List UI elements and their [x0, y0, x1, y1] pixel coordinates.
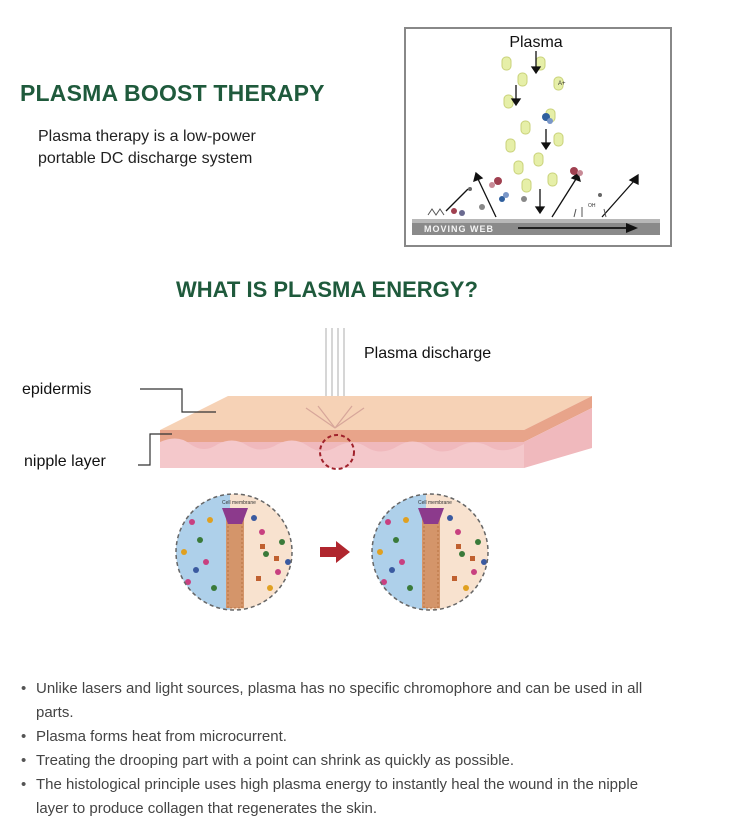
cell-after [372, 494, 488, 610]
intro-line-2: portable DC discharge system [38, 150, 253, 167]
transition-arrow [320, 541, 350, 563]
epidermis-label: epidermis [22, 381, 92, 398]
discharge-label: Plasma discharge [364, 345, 492, 362]
plasma-particles [501, 56, 564, 193]
plasma-arrows [445, 51, 639, 218]
nipple-leader [138, 433, 172, 466]
bullet-item: •Treating the drooping part with a point… [18, 749, 718, 773]
skin-diagram [0, 310, 730, 480]
bullet-item: •Unlike lasers and light sources, plasma… [18, 677, 718, 725]
membrane-label-2: Cell membrane [418, 500, 452, 506]
moving-web-label: MOVING WEB [424, 224, 494, 234]
surface-molecules: OH [427, 203, 607, 218]
page-title: PLASMA BOOST THERAPY [20, 80, 325, 106]
plasma-label: Plasma [509, 34, 562, 51]
skin-slab [160, 396, 592, 468]
bullet-dot: • [21, 776, 27, 793]
nipple-layer-label: nipple layer [24, 453, 106, 470]
cell-diagrams-svg: Cell membrane Cell membrane [175, 493, 489, 611]
plasma-diagram: Plasma [404, 27, 672, 247]
membrane-label-1: Cell membrane [222, 500, 256, 506]
bullet-dot: • [21, 728, 27, 745]
cell-diagrams: Cell membrane Cell membrane [170, 492, 500, 622]
plasma-diagram-svg: Plasma [412, 34, 660, 235]
intro-text: Plasma therapy is a low-power portable D… [38, 126, 256, 170]
target-circle [319, 434, 355, 470]
bullet-dot: • [21, 752, 27, 769]
section-title: WHAT IS PLASMA ENERGY? [176, 277, 478, 302]
bullet-list: •Unlike lasers and light sources, plasma… [18, 677, 718, 821]
cell-before [176, 494, 292, 610]
emission-arrows [305, 405, 365, 429]
cell-after-outline [371, 493, 489, 611]
bullet-item: •Plasma forms heat from microcurrent. [18, 725, 718, 749]
ion-label: A+ [558, 81, 566, 87]
oh-label: OH [588, 203, 596, 209]
skin-diagram-svg [138, 328, 592, 470]
cell-before-outline [175, 493, 293, 611]
intro-line-1: Plasma therapy is a low-power [38, 128, 256, 145]
moving-web-bar: MOVING WEB [412, 219, 660, 235]
plasma-ions [468, 113, 602, 210]
epidermis-leader [140, 388, 216, 413]
bullet-dot: • [21, 680, 27, 697]
bullet-item: •The histological principle uses high pl… [18, 773, 718, 821]
